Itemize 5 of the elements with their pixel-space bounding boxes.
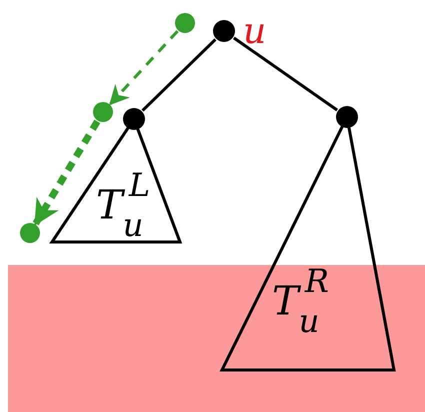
tree-edge [232,36,338,112]
arrow [32,120,100,226]
arrow [109,30,179,106]
tree-edge [142,38,216,112]
node-label: u [243,14,266,50]
